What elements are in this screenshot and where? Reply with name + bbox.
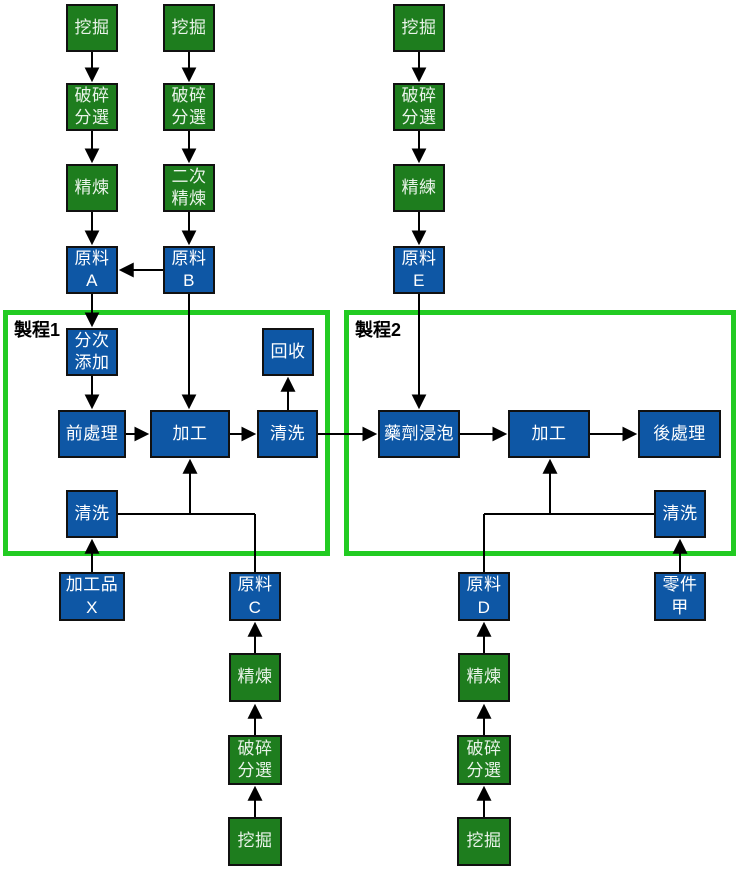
node-refine-d: 精煉: [458, 653, 510, 702]
node-process-2-input-cleaning: 清洗: [654, 490, 706, 538]
node-process-2-machining: 加工: [508, 410, 590, 458]
node-material-a: 原料 A: [66, 246, 118, 294]
frame-process-1-label: 製程1: [14, 320, 61, 340]
node-chemical-soak: 藥劑浸泡: [378, 410, 460, 458]
node-secondary-refine-b: 二次 精煉: [163, 164, 215, 212]
node-crush-sort-d: 破碎 分選: [457, 735, 511, 785]
node-refine-a: 精煉: [66, 164, 118, 212]
node-dig-c: 挖掘: [228, 817, 282, 866]
node-posttreatment: 後處理: [638, 410, 721, 458]
node-crush-sort-a: 破碎 分選: [66, 83, 118, 131]
node-dig-b: 挖掘: [163, 4, 215, 52]
node-material-c: 原料 C: [229, 572, 281, 621]
node-crush-sort-b: 破碎 分選: [163, 83, 215, 131]
node-dig-e: 挖掘: [393, 4, 445, 52]
node-material-e: 原料 E: [393, 246, 445, 294]
node-refine-e: 精練: [393, 164, 445, 212]
node-refine-c: 精煉: [229, 653, 281, 702]
node-recycle: 回收: [262, 328, 314, 376]
frame-process-2-label: 製程2: [355, 320, 402, 340]
node-part-jia: 零件 甲: [654, 572, 706, 621]
node-workpiece-x: 加工品 X: [59, 572, 125, 621]
node-pretreatment: 前處理: [58, 410, 126, 458]
node-process-1-cleaning: 清洗: [257, 410, 318, 458]
node-process-1-input-cleaning: 清洗: [66, 490, 118, 538]
node-crush-sort-e: 破碎 分選: [393, 83, 445, 131]
node-dig-d: 挖掘: [457, 817, 511, 866]
node-material-b: 原料 B: [163, 246, 215, 294]
node-batch-add: 分次 添加: [66, 328, 118, 376]
node-process-1-machining: 加工: [150, 410, 230, 458]
node-dig-a: 挖掘: [66, 4, 118, 52]
node-crush-sort-c: 破碎 分選: [228, 735, 282, 785]
node-material-d: 原料 D: [458, 572, 510, 621]
